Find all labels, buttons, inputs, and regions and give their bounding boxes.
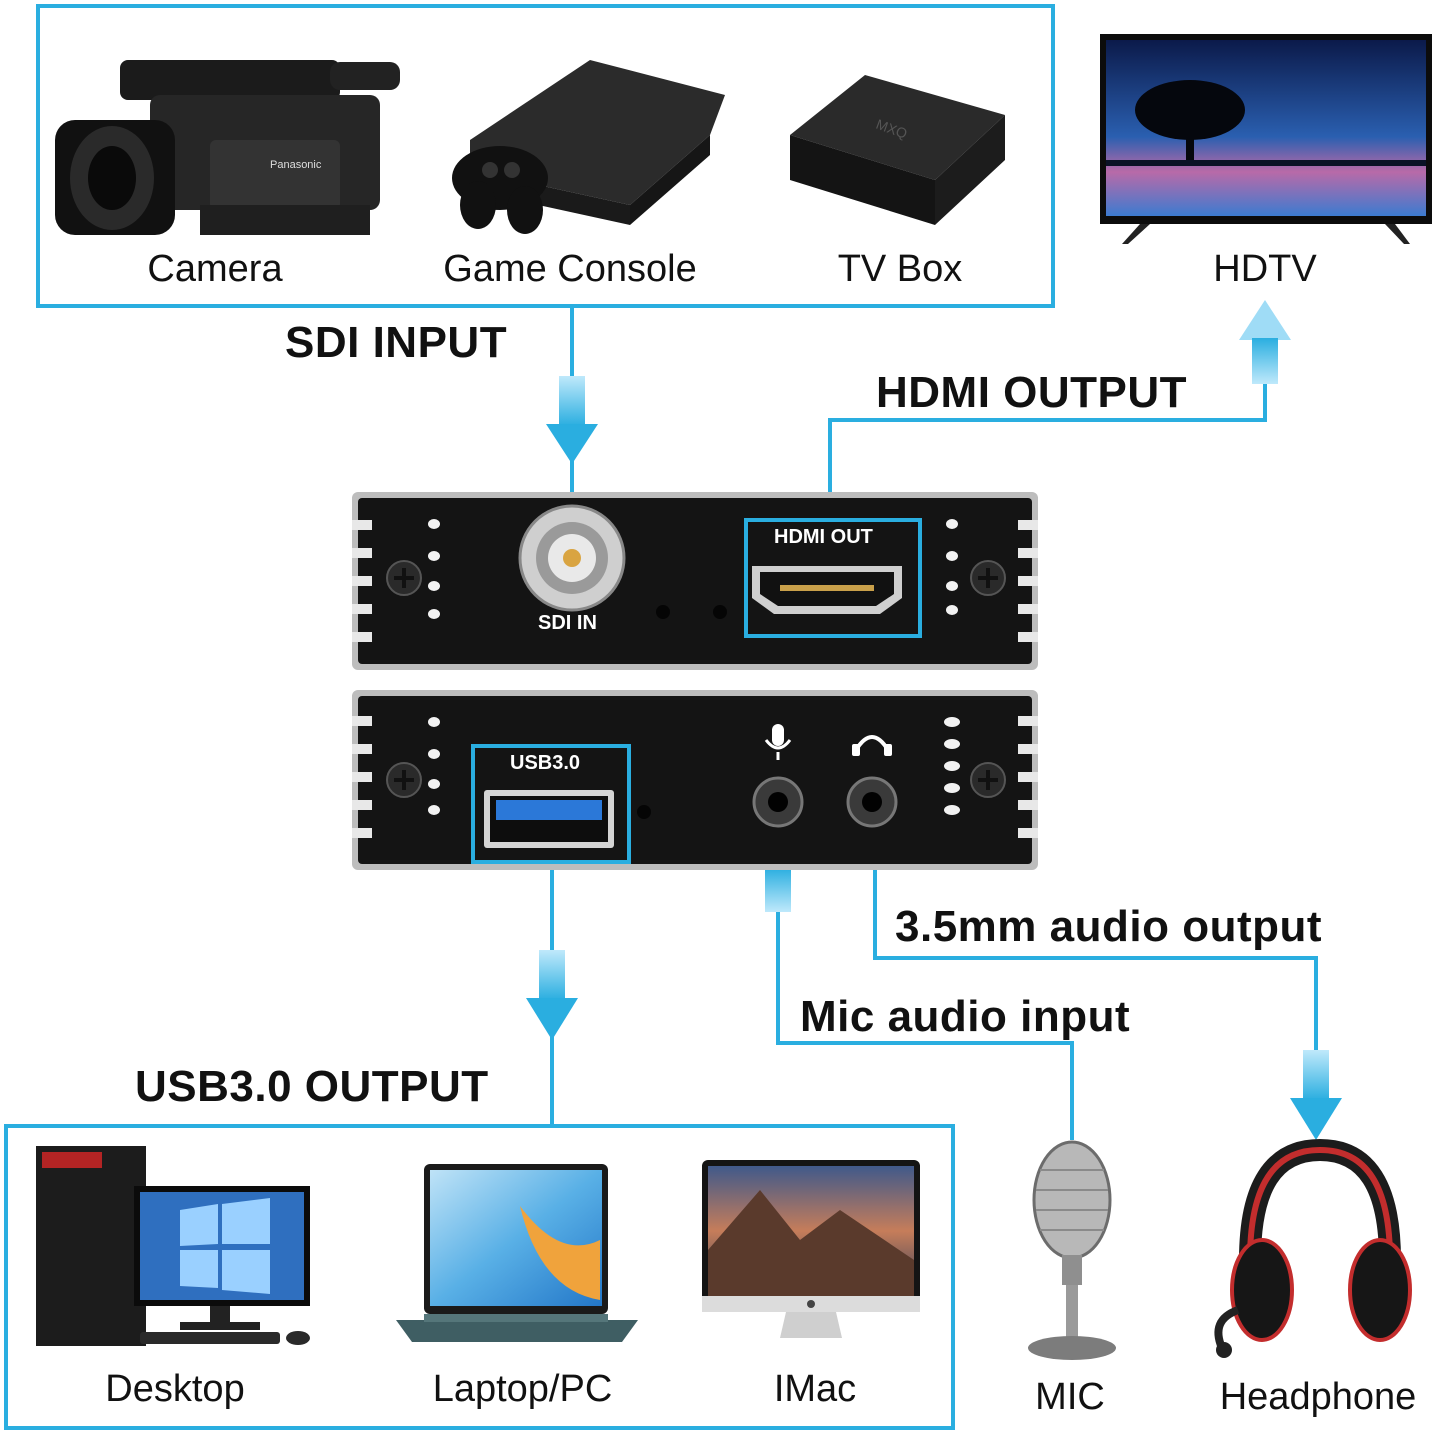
headphone-down-arrow [1290,1050,1342,1140]
source-devices-frame [36,4,1055,308]
hdmi-output-label: HDMI OUTPUT [876,368,1188,417]
tv-box-label: TV Box [837,248,963,290]
hdtv-label: HDTV [1213,248,1317,290]
usb30-highlight [471,744,631,864]
hdmi-out-label: HDMI OUT [774,526,873,548]
headphone-jack-icon [846,735,898,828]
computer-devices-frame [4,1124,955,1430]
usb-output-label: USB3.0 OUTPUT [135,1062,489,1111]
mic-jack-icon [752,724,804,828]
mic-input-label: Mic audio input [800,992,1131,1041]
imac-label: IMac [773,1368,857,1410]
usb30-label: USB3.0 [510,752,581,774]
usb-down-arrow [526,950,578,1040]
sdi-connector-icon [518,504,626,612]
sdi-in-label: SDI IN [538,612,597,634]
audio-output-label: 3.5mm audio output [895,902,1322,951]
laptop-label: Laptop/PC [432,1368,613,1410]
hdmi-out-highlight [744,518,922,638]
usb-port-icon [484,790,614,848]
desktop-label: Desktop [105,1368,245,1410]
hdtv-up-arrow [1239,300,1291,384]
camera-label: Camera [147,248,283,290]
mic-label: MIC [1035,1376,1105,1418]
hdmi-port-icon [752,566,902,614]
svg-text:Panasonic: Panasonic [270,159,322,171]
sdi-input-label: SDI INPUT [285,318,508,367]
sdi-down-arrow [546,376,598,464]
headphone-label: Headphone [1219,1376,1417,1418]
game-console-label: Game Console [443,248,697,290]
